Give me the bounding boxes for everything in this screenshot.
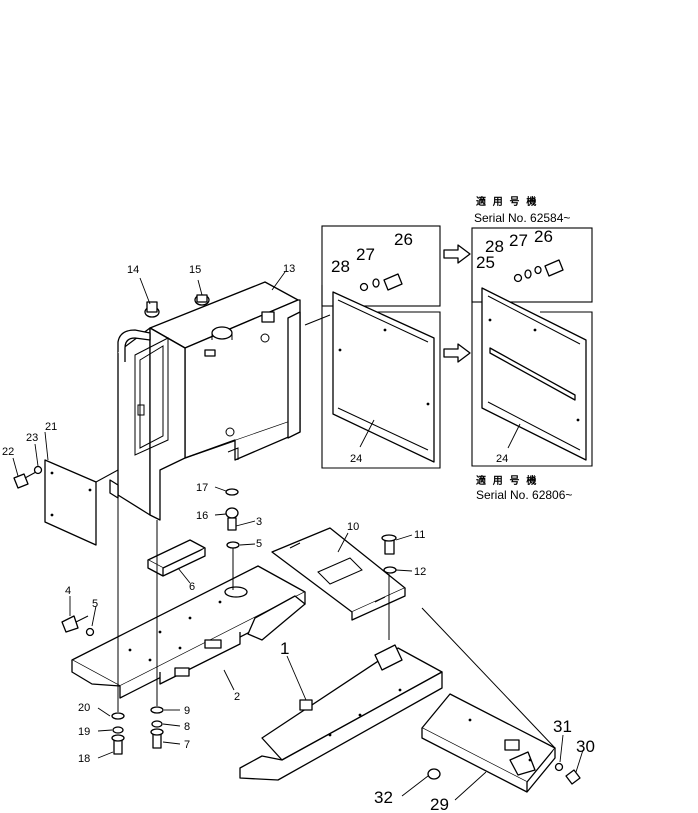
label-27: 27 (356, 245, 375, 264)
label-6: 6 (189, 581, 195, 593)
label-14: 14 (127, 264, 139, 276)
label-29: 29 (430, 795, 449, 813)
fastener-stack-18 (111, 712, 125, 755)
panel-box-right (471, 227, 593, 467)
label-1: 1 (280, 639, 289, 658)
label-21: 21 (45, 421, 57, 433)
label-9: 9 (184, 705, 190, 717)
part-labels: 1 2 3 4 5 5 6 7 8 9 10 11 12 13 14 15 16… (2, 227, 595, 813)
serial-note-lower: 適 用 号 機 Serial No. 62806~ (476, 474, 572, 502)
fitting-15 (194, 294, 210, 306)
plate-10 (271, 527, 406, 621)
frame-1 (239, 644, 443, 781)
bolt-11 (381, 534, 397, 574)
label-4: 4 (65, 585, 71, 597)
label-3: 3 (256, 516, 262, 528)
label-8: 8 (184, 721, 190, 733)
bolt-30 (554, 762, 581, 785)
bolt-22 (13, 465, 43, 489)
label-2: 2 (234, 691, 240, 703)
panel-box-middle (321, 225, 441, 469)
label-11: 11 (414, 529, 425, 541)
label-23: 23 (26, 432, 38, 444)
cover-29 (421, 693, 556, 793)
note-lower-serial: Serial No. 62806~ (476, 488, 572, 502)
arrow-upper-icon (443, 244, 471, 264)
label-5: 5 (256, 538, 262, 550)
note-lower-jp: 適 用 号 機 (476, 474, 538, 487)
fitting-14 (144, 301, 160, 318)
tank-assembly (109, 281, 301, 521)
label-17: 17 (196, 482, 208, 494)
fastener-stack-left (225, 488, 240, 549)
label-27: 27 (509, 231, 528, 250)
label-10: 10 (347, 521, 359, 533)
label-19: 19 (78, 726, 90, 738)
label-32: 32 (374, 788, 393, 807)
label-5: 5 (92, 598, 98, 610)
bracket-6 (147, 539, 206, 577)
label-26: 26 (534, 227, 553, 246)
serial-note-upper: 適 用 号 機 Serial No. 62584~ (474, 195, 570, 225)
label-24: 24 (496, 453, 508, 465)
note-upper-serial: Serial No. 62584~ (474, 211, 570, 225)
label-24: 24 (350, 453, 362, 465)
label-28: 28 (485, 237, 504, 256)
label-28: 28 (331, 257, 350, 276)
label-15: 15 (189, 264, 201, 276)
side-plate-21 (44, 459, 97, 546)
leader-lines (12, 271, 584, 801)
label-20: 20 (78, 702, 90, 714)
label-30: 30 (576, 737, 595, 756)
label-18: 18 (78, 753, 90, 765)
label-7: 7 (184, 739, 190, 751)
label-26: 26 (394, 230, 413, 249)
bolt-4 (61, 615, 95, 637)
arrow-lower-icon (443, 343, 471, 363)
label-13: 13 (283, 263, 295, 275)
label-22: 22 (2, 446, 14, 458)
label-31: 31 (553, 717, 572, 736)
base-plate-2 (71, 565, 306, 699)
nut-32 (427, 768, 441, 780)
note-upper-jp: 適 用 号 機 (476, 195, 538, 208)
label-25: 25 (476, 253, 495, 272)
label-12: 12 (414, 566, 426, 578)
alignment-lines (95, 314, 556, 749)
fastener-stack-7 (150, 706, 164, 749)
label-16: 16 (196, 510, 208, 522)
